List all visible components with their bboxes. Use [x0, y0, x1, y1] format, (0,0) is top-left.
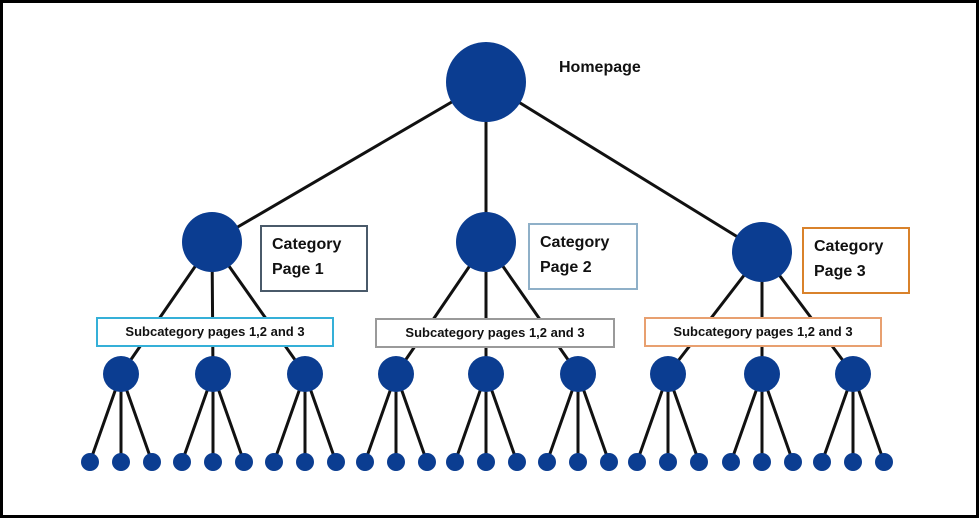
homepage-node	[446, 42, 526, 122]
leaf-page-1-3-3-node	[327, 453, 345, 471]
category-page-2-line2: Page 2	[540, 259, 592, 276]
subcategory-3-3-node	[835, 356, 871, 392]
category-page-3-line2: Page 3	[814, 263, 866, 280]
leaf-page-3-3-3-node	[875, 453, 893, 471]
edge-homepage-to-category-1	[210, 80, 488, 244]
subcategory-1-3-node	[287, 356, 323, 392]
leaf-page-3-2-1-node	[722, 453, 740, 471]
leaf-page-2-2-3-node	[508, 453, 526, 471]
leaf-page-2-2-2-node	[477, 453, 495, 471]
leaf-page-2-2-1-node	[446, 453, 464, 471]
leaf-page-3-1-3-node	[690, 453, 708, 471]
subcategory-2-3-node	[560, 356, 596, 392]
leaf-page-2-1-1-node	[356, 453, 374, 471]
subcategory-label-3: Subcategory pages 1,2 and 3	[644, 317, 882, 347]
leaf-page-2-1-2-node	[387, 453, 405, 471]
subcategory-1-2-node	[195, 356, 231, 392]
leaf-page-1-1-2-node	[112, 453, 130, 471]
leaf-page-1-1-3-node	[143, 453, 161, 471]
leaf-page-2-1-3-node	[418, 453, 436, 471]
subcategory-2-2-node	[468, 356, 504, 392]
subcategory-label-1: Subcategory pages 1,2 and 3	[96, 317, 334, 347]
leaf-page-1-2-1-node	[173, 453, 191, 471]
leaf-page-1-1-1-node	[81, 453, 99, 471]
leaf-page-3-3-2-node	[844, 453, 862, 471]
leaf-page-1-2-2-node	[204, 453, 222, 471]
category-page-2-box: Category Page 2	[528, 223, 638, 290]
leaf-page-2-3-2-node	[569, 453, 587, 471]
leaf-page-1-3-2-node	[296, 453, 314, 471]
category-page-1-line1: Category	[272, 236, 342, 253]
category-page-1-box: Category Page 1	[260, 225, 368, 292]
leaf-page-1-3-1-node	[265, 453, 283, 471]
category-page-3-box: Category Page 3	[802, 227, 910, 294]
edge-homepage-to-category-3	[484, 80, 764, 254]
leaf-page-3-1-2-node	[659, 453, 677, 471]
category-page-2-node	[456, 212, 516, 272]
category-page-3-line1: Category	[814, 238, 884, 255]
leaf-page-3-3-1-node	[813, 453, 831, 471]
leaf-page-3-1-1-node	[628, 453, 646, 471]
subcategory-3-1-node	[650, 356, 686, 392]
leaf-page-2-3-3-node	[600, 453, 618, 471]
leaf-page-2-3-1-node	[538, 453, 556, 471]
subcategory-2-1-node	[378, 356, 414, 392]
subcategory-1-1-node	[103, 356, 139, 392]
leaf-page-3-2-3-node	[784, 453, 802, 471]
category-page-1-node	[182, 212, 242, 272]
homepage-label: Homepage	[559, 59, 641, 76]
leaf-page-3-2-2-node	[753, 453, 771, 471]
leaf-page-1-2-3-node	[235, 453, 253, 471]
subcategory-3-2-node	[744, 356, 780, 392]
subcategory-label-2: Subcategory pages 1,2 and 3	[375, 318, 615, 348]
category-page-3-node	[732, 222, 792, 282]
category-page-2-line1: Category	[540, 234, 610, 251]
category-page-1-line2: Page 1	[272, 261, 324, 278]
